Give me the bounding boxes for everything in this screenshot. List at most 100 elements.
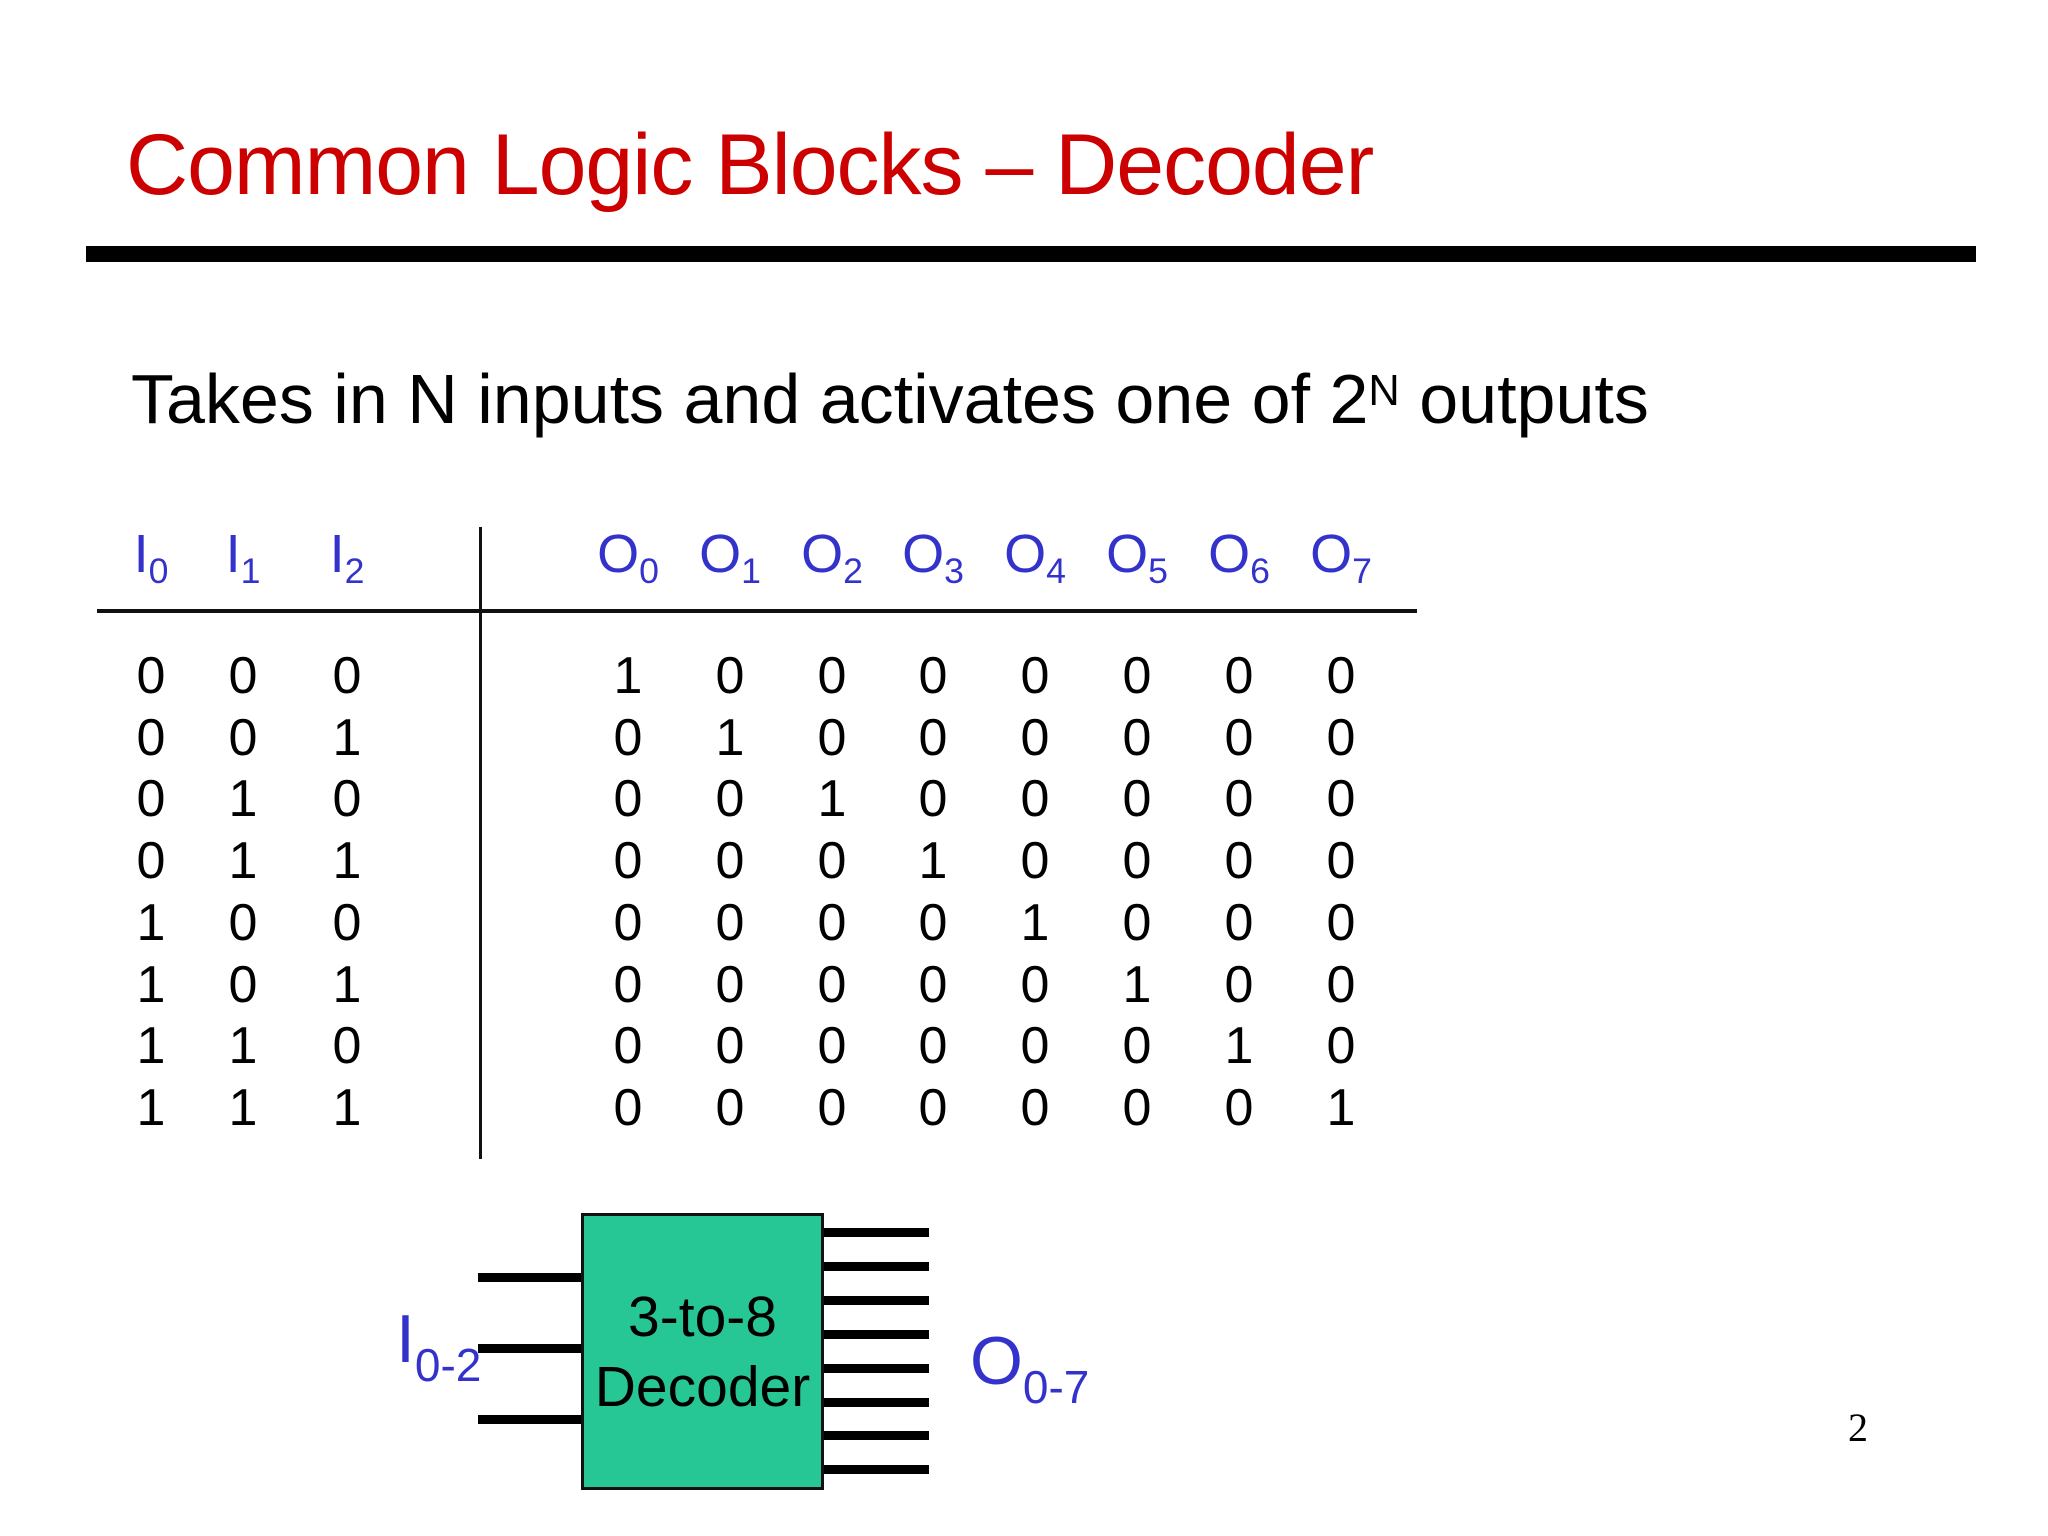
input-column-header: I2 <box>329 524 365 592</box>
decoder-block-label-line2: Decoder <box>594 1354 811 1419</box>
input-column-header: I0 <box>133 524 169 592</box>
output-bit-cell: 0 <box>613 832 643 890</box>
output-bit-cell: 0 <box>1326 832 1356 890</box>
output-bit-cell: 0 <box>715 1017 745 1075</box>
output-bit-cell: 1 <box>918 832 948 890</box>
body-text-prefix: Takes in N inputs and activates one of 2 <box>131 360 1369 438</box>
output-bit-cell: 0 <box>918 956 948 1014</box>
output-bit-cell: 0 <box>1020 1079 1050 1137</box>
input-bit-cell: 0 <box>228 709 258 767</box>
output-bit-cell: 0 <box>1020 956 1050 1014</box>
body-text: Takes in N inputs and activates one of 2… <box>131 364 1649 434</box>
output-bus-label-base: O <box>970 1323 1023 1399</box>
table-divider-horizontal <box>97 609 1417 613</box>
input-wire-2 <box>478 1415 582 1424</box>
output-bit-cell: 0 <box>1224 956 1254 1014</box>
output-bit-cell: 0 <box>817 709 847 767</box>
output-column-header: O1 <box>699 524 761 592</box>
input-bus-label-sub: 0-2 <box>414 1339 482 1392</box>
output-column-header: O7 <box>1310 524 1372 592</box>
input-bit-cell: 1 <box>136 1017 166 1075</box>
input-column-header: I1 <box>225 524 261 592</box>
output-column-header: O2 <box>801 524 863 592</box>
input-bit-cell: 1 <box>332 1079 362 1137</box>
input-bit-cell: 0 <box>228 647 258 705</box>
output-bit-cell: 0 <box>1122 1017 1152 1075</box>
output-bit-cell: 0 <box>817 832 847 890</box>
output-bit-cell: 0 <box>1020 770 1050 828</box>
output-bit-cell: 0 <box>1020 832 1050 890</box>
output-bit-cell: 0 <box>918 1017 948 1075</box>
output-bit-cell: 0 <box>1224 894 1254 952</box>
page-number: 2 <box>1848 1405 1868 1450</box>
output-bit-cell: 0 <box>1224 1079 1254 1137</box>
input-bit-cell: 1 <box>228 770 258 828</box>
output-wire-4 <box>822 1364 929 1373</box>
input-bit-cell: 1 <box>332 956 362 1014</box>
output-column-header: O6 <box>1208 524 1270 592</box>
output-bit-cell: 0 <box>1326 709 1356 767</box>
output-bit-cell: 1 <box>817 770 847 828</box>
output-bit-cell: 0 <box>613 770 643 828</box>
output-bit-cell: 0 <box>918 647 948 705</box>
input-bit-cell: 1 <box>136 894 166 952</box>
output-bit-cell: 0 <box>1122 894 1152 952</box>
input-wire-0 <box>478 1273 582 1282</box>
table-divider-vertical <box>479 527 482 1159</box>
title-underline-bar <box>86 246 1976 262</box>
output-bit-cell: 0 <box>715 894 745 952</box>
output-wire-1 <box>822 1262 929 1271</box>
input-bus-label: I0-2 <box>396 1305 481 1388</box>
body-text-superscript: N <box>1368 367 1400 415</box>
decoder-block-label-line1: 3-to-8 <box>628 1284 777 1349</box>
output-bit-cell: 0 <box>613 1079 643 1137</box>
input-bit-cell: 0 <box>136 647 166 705</box>
output-bit-cell: 0 <box>715 770 745 828</box>
output-bit-cell: 0 <box>1020 647 1050 705</box>
input-wire-1 <box>478 1344 582 1353</box>
output-bit-cell: 0 <box>1224 770 1254 828</box>
output-bit-cell: 0 <box>918 1079 948 1137</box>
input-bit-cell: 1 <box>332 709 362 767</box>
decoder-block: 3-to-8 Decoder <box>581 1213 824 1490</box>
input-bit-cell: 1 <box>136 956 166 1014</box>
input-bus-label-base: I <box>396 1301 415 1377</box>
output-bit-cell: 1 <box>1020 894 1050 952</box>
output-bit-cell: 0 <box>1020 709 1050 767</box>
input-bit-cell: 0 <box>332 647 362 705</box>
output-wire-2 <box>822 1296 929 1305</box>
output-column-header: O4 <box>1004 524 1066 592</box>
output-bit-cell: 0 <box>715 956 745 1014</box>
output-bit-cell: 0 <box>1122 770 1152 828</box>
output-bit-cell: 0 <box>1224 647 1254 705</box>
output-bit-cell: 0 <box>1122 647 1152 705</box>
output-bit-cell: 0 <box>1326 956 1356 1014</box>
input-bit-cell: 1 <box>228 1079 258 1137</box>
output-bit-cell: 0 <box>817 894 847 952</box>
output-column-header: O0 <box>597 524 659 592</box>
output-bit-cell: 0 <box>1122 832 1152 890</box>
output-bit-cell: 0 <box>715 832 745 890</box>
output-bit-cell: 0 <box>613 1017 643 1075</box>
output-bit-cell: 0 <box>715 1079 745 1137</box>
output-bit-cell: 0 <box>817 956 847 1014</box>
input-bit-cell: 0 <box>228 894 258 952</box>
output-bit-cell: 1 <box>715 709 745 767</box>
output-bit-cell: 0 <box>817 647 847 705</box>
output-bit-cell: 1 <box>1122 956 1152 1014</box>
output-column-header: O5 <box>1106 524 1168 592</box>
output-wire-3 <box>822 1330 929 1339</box>
output-bit-cell: 1 <box>613 647 643 705</box>
output-bit-cell: 0 <box>1020 1017 1050 1075</box>
body-text-suffix: outputs <box>1399 360 1649 438</box>
output-wire-7 <box>822 1465 929 1474</box>
input-bit-cell: 0 <box>228 956 258 1014</box>
output-bit-cell: 0 <box>1122 709 1152 767</box>
output-bit-cell: 0 <box>918 770 948 828</box>
input-bit-cell: 1 <box>332 832 362 890</box>
output-bit-cell: 0 <box>613 956 643 1014</box>
output-bit-cell: 0 <box>1122 1079 1152 1137</box>
input-bit-cell: 1 <box>228 1017 258 1075</box>
output-bit-cell: 0 <box>918 709 948 767</box>
